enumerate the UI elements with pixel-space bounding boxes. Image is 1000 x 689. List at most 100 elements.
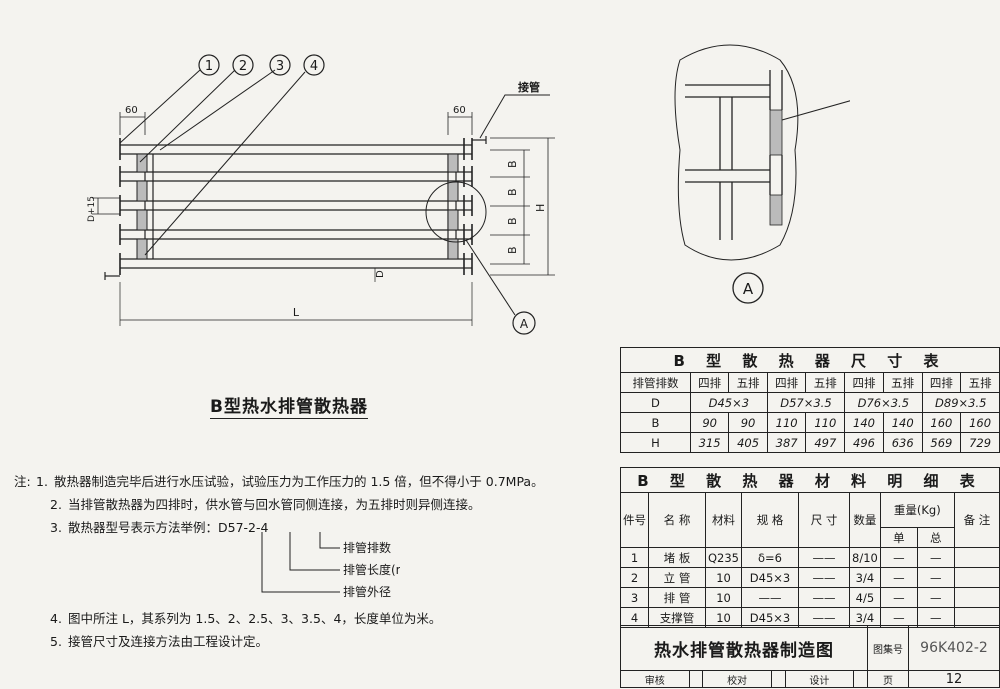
- table-cell: 10: [704, 587, 743, 608]
- header-unit: 单: [879, 527, 918, 548]
- page-number: 12: [908, 670, 1000, 688]
- table-caption-row: B 型 散 热 器 尺 寸 表: [620, 347, 1000, 373]
- size-header-cell: 四排: [844, 372, 884, 393]
- pipe-row: [120, 171, 472, 182]
- size-table: B 型 散 热 器 尺 寸 表 排管排数 四排 五排 四排 五排 四排 五排 四…: [620, 347, 1000, 453]
- table-cell: 569: [921, 432, 962, 453]
- title-block-row: 热水排管散热器制造图 图集号 96K402-2: [620, 625, 1000, 671]
- note-item: 2. 当排管散热器为四排时，供水管与回水管同侧连接，为五排时则异侧连接。: [14, 493, 544, 516]
- dim-d-label: D: [375, 270, 386, 278]
- row-label: H: [620, 432, 691, 453]
- note-text: 散热器型号表示方法举例：D57-2-4: [67, 520, 269, 535]
- note-item: 3. 散热器型号表示方法举例：D57-2-4: [14, 516, 544, 539]
- radiator-elevation-drawing: 1 2 3 4 接管 60 60 B B B B H D D+15 L A: [87, 54, 555, 335]
- dim-60-right: 60: [453, 105, 466, 116]
- design-label: 设计: [784, 670, 855, 688]
- table-cell: 10: [704, 567, 743, 588]
- table-cell: [953, 567, 1000, 588]
- table-cell: 堵 板: [648, 547, 706, 568]
- dim-l-label: L: [293, 306, 300, 319]
- table-cell: 3: [620, 587, 649, 608]
- row-label: B: [620, 412, 691, 433]
- table-cell: ——: [798, 547, 851, 568]
- table-cell: —: [916, 587, 955, 608]
- legend-diameter: 排管外径: [343, 584, 391, 599]
- note-item: 注:1. 散热器制造完毕后进行水压试验，试验压力为工作压力的 1.5 倍，但不得…: [14, 470, 544, 493]
- dim-h-label: H: [534, 204, 547, 212]
- pipe-row: [120, 258, 472, 269]
- size-header-cell: 四排: [921, 372, 962, 393]
- table-row: B 90 90 110 110 140 140 160 160: [620, 412, 1000, 433]
- table-cell: D45×3: [741, 567, 800, 588]
- table-cell: —: [879, 587, 918, 608]
- table-row: 1 堵 板 Q235 δ=6 —— 8/10 — —: [620, 547, 1000, 568]
- legend-rows: 排管排数: [343, 540, 391, 555]
- table-cell: D45×3: [689, 392, 768, 413]
- callout-1: 1: [205, 59, 213, 74]
- table-cell: 8/10: [849, 547, 881, 568]
- table-row: 排管排数 四排 五排 四排 五排 四排 五排 四排 五排: [620, 372, 1000, 393]
- table-cell: ——: [741, 587, 800, 608]
- dim-60-left: 60: [125, 105, 138, 116]
- table-cell: 90: [728, 412, 768, 433]
- detail-ref-a: A: [520, 317, 529, 331]
- table-cell: 636: [882, 432, 923, 453]
- row-label: D: [620, 392, 691, 413]
- table-cell: —: [916, 547, 955, 568]
- pipe-row: [120, 200, 472, 211]
- table-cell: [953, 587, 1000, 608]
- legend-length: 排管长度(m): [343, 562, 400, 577]
- table-cell: ——: [798, 567, 851, 588]
- table-cell: 3/4: [849, 567, 881, 588]
- header-part-no: 件号: [620, 492, 649, 548]
- table-cell: ——: [798, 607, 851, 628]
- table-cell: [953, 547, 1000, 568]
- note-number: 2.: [50, 497, 62, 512]
- size-header-cell: 四排: [689, 372, 730, 393]
- model-legend-lines: 排管排数 排管长度(m) 排管外径: [261, 532, 400, 599]
- table-row: 2 立 管 10 D45×3 —— 3/4 — —: [620, 567, 1000, 588]
- table-cell: —: [879, 567, 918, 588]
- table-cell: —: [879, 547, 918, 568]
- size-header-cell: 排管排数: [620, 372, 691, 393]
- table-cell: 140: [882, 412, 923, 433]
- table-cell: 110: [805, 412, 846, 433]
- table-cell: D89×3.5: [921, 392, 1000, 413]
- table-cell: 1: [620, 547, 649, 568]
- note-text: 图中所注 L，其系列为 1.5、2、2.5、3、3.5、4，长度单位为米。: [67, 611, 442, 626]
- table-header-row: 单 总: [621, 527, 1000, 548]
- design-signature: [853, 670, 868, 688]
- header-qty: 数量: [849, 492, 881, 548]
- atlas-number: 96K402-2: [908, 625, 1000, 671]
- header-size: 尺 寸: [798, 492, 851, 548]
- notes-prefix: 注:: [14, 474, 31, 489]
- table-cell: 497: [805, 432, 846, 453]
- review-signature: [688, 670, 704, 688]
- table-cell: 387: [766, 432, 807, 453]
- size-header-cell: 五排: [805, 372, 846, 393]
- size-table-caption: B 型 散 热 器 尺 寸 表: [620, 347, 1000, 373]
- size-header-cell: 五排: [728, 372, 768, 393]
- table-cell: 2: [620, 567, 649, 588]
- note-item: 4. 图中所注 L，其系列为 1.5、2、2.5、3、3.5、4，长度单位为米。: [14, 607, 544, 630]
- dim-d15-label: D+15: [87, 196, 97, 222]
- note-text: 接管尺寸及连接方法由工程设计定。: [67, 634, 268, 649]
- table-cell: 315: [689, 432, 730, 453]
- table-cell: Q235: [704, 547, 743, 568]
- header-total: 总: [916, 527, 955, 548]
- title-block: 热水排管散热器制造图 图集号 96K402-2 审核 校对 设计 页 12: [620, 625, 1000, 688]
- pipe-row: [120, 144, 472, 155]
- table-cell: ——: [798, 587, 851, 608]
- table-header-row: 件号 名 称 材料 规 格 尺 寸 数量 重量(Kg) 备 注: [620, 492, 1000, 548]
- table-row: 3 排 管 10 —— —— 4/5 — —: [620, 587, 1000, 608]
- review-label: 审核: [620, 670, 690, 688]
- note-number: 1.: [36, 474, 48, 489]
- callout-3: 3: [276, 59, 284, 74]
- table-cell: 110: [766, 412, 807, 433]
- check-label: 校对: [702, 670, 772, 688]
- table-cell: 160: [921, 412, 962, 433]
- table-cell: 90: [689, 412, 730, 433]
- drawing-title: B型热水排管散热器: [210, 392, 368, 419]
- table-cell: 排 管: [648, 587, 706, 608]
- note-text: 当排管散热器为四排时，供水管与回水管同侧连接，为五排时则异侧连接。: [67, 497, 481, 512]
